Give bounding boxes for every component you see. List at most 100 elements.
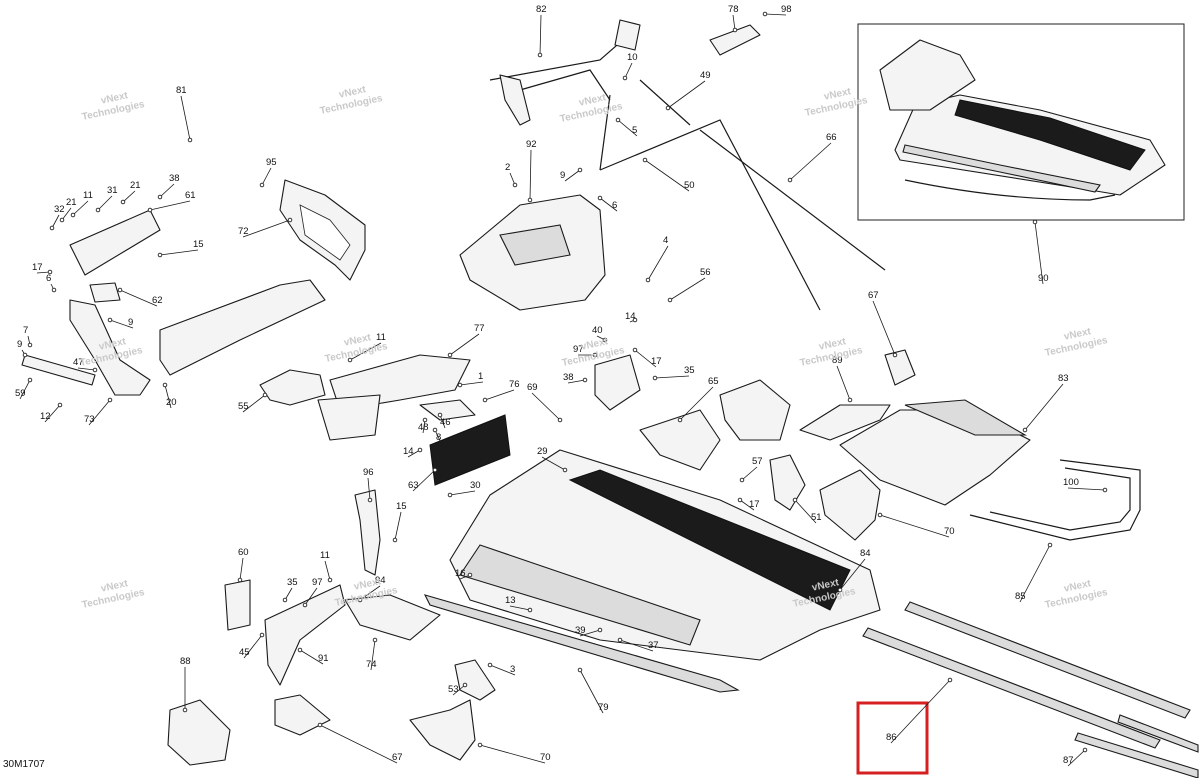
callout-56[interactable]: 56 — [700, 267, 711, 278]
callout-35[interactable]: 35 — [684, 365, 695, 376]
callout-14[interactable]: 14 — [625, 311, 636, 322]
callout-100[interactable]: 100 — [1063, 477, 1079, 488]
leader-line — [1024, 383, 1064, 431]
callout-97[interactable]: 97 — [312, 577, 323, 588]
callout-11[interactable]: 11 — [83, 190, 93, 201]
callout-87[interactable]: 87 — [1063, 755, 1074, 766]
callout-74[interactable]: 74 — [366, 659, 377, 670]
callout-60[interactable]: 60 — [238, 547, 249, 558]
callout-40[interactable]: 40 — [592, 325, 603, 336]
callout-97[interactable]: 97 — [573, 344, 584, 355]
fastener-point — [847, 397, 853, 403]
callout-85[interactable]: 85 — [1015, 591, 1026, 602]
callout-11[interactable]: 11 — [376, 332, 386, 343]
callout-51[interactable]: 51 — [811, 512, 822, 523]
callout-70[interactable]: 70 — [540, 752, 551, 763]
callout-88[interactable]: 88 — [180, 656, 191, 667]
callout-31[interactable]: 31 — [107, 185, 118, 196]
callout-49[interactable]: 49 — [700, 70, 711, 81]
callout-70[interactable]: 70 — [944, 526, 955, 537]
callout-73[interactable]: 73 — [84, 414, 95, 425]
callout-1[interactable]: 1 — [478, 371, 483, 382]
callout-5[interactable]: 5 — [632, 125, 637, 136]
callout-15[interactable]: 15 — [193, 239, 204, 250]
callout-79[interactable]: 79 — [598, 702, 609, 713]
callout-48[interactable]: 48 — [418, 422, 429, 433]
callout-9[interactable]: 9 — [17, 339, 22, 350]
callout-3[interactable]: 3 — [510, 664, 515, 675]
callout-50[interactable]: 50 — [684, 180, 695, 191]
callout-6[interactable]: 6 — [46, 273, 51, 284]
callout-55[interactable]: 55 — [238, 401, 249, 412]
callout-86[interactable]: 86 — [886, 732, 897, 743]
callout-11[interactable]: 11 — [320, 550, 330, 561]
callout-2[interactable]: 2 — [505, 162, 510, 173]
callout-12[interactable]: 12 — [40, 411, 51, 422]
callout-13[interactable]: 13 — [505, 595, 516, 606]
callout-94[interactable]: 94 — [375, 575, 386, 586]
callout-4[interactable]: 4 — [663, 235, 668, 246]
callout-15[interactable]: 15 — [396, 501, 407, 512]
callout-91[interactable]: 91 — [318, 653, 329, 664]
callout-98[interactable]: 98 — [781, 4, 792, 15]
callout-46[interactable]: 46 — [440, 417, 451, 428]
fastener-point — [1082, 747, 1088, 753]
callout-96[interactable]: 96 — [363, 467, 374, 478]
callout-6[interactable]: 6 — [612, 200, 617, 211]
callout-9[interactable]: 9 — [560, 170, 565, 181]
callout-37[interactable]: 37 — [648, 640, 659, 651]
callout-53[interactable]: 53 — [448, 684, 459, 695]
callout-77[interactable]: 77 — [474, 323, 485, 334]
callout-95[interactable]: 95 — [266, 157, 277, 168]
callout-9[interactable]: 9 — [128, 317, 133, 328]
callout-66[interactable]: 66 — [826, 132, 837, 143]
callout-21[interactable]: 21 — [130, 180, 141, 191]
callout-92[interactable]: 92 — [526, 139, 537, 150]
callout-29[interactable]: 29 — [537, 446, 548, 457]
leader-line — [359, 585, 381, 601]
leader-line — [412, 469, 436, 492]
callout-72[interactable]: 72 — [238, 226, 249, 237]
callout-78[interactable]: 78 — [728, 4, 739, 15]
callout-38[interactable]: 38 — [563, 372, 574, 383]
callout-81[interactable]: 81 — [176, 85, 187, 96]
leader-line — [319, 724, 398, 764]
callout-20[interactable]: 20 — [166, 397, 177, 408]
callout-10[interactable]: 10 — [627, 52, 638, 63]
callout-67[interactable]: 67 — [868, 290, 879, 301]
callout-65[interactable]: 65 — [708, 376, 719, 387]
callout-62[interactable]: 62 — [152, 295, 163, 306]
callout-76[interactable]: 76 — [509, 379, 520, 390]
callout-14[interactable]: 14 — [403, 446, 414, 457]
leader-line — [242, 394, 266, 413]
callout-82[interactable]: 82 — [536, 4, 547, 15]
callout-7[interactable]: 7 — [23, 325, 28, 336]
fastener-point — [632, 317, 638, 323]
callout-57[interactable]: 57 — [752, 456, 763, 467]
callout-90[interactable]: 90 — [1038, 273, 1049, 284]
callout-17[interactable]: 17 — [651, 356, 662, 367]
callout-69[interactable]: 69 — [527, 382, 538, 393]
fastener-point — [1032, 219, 1038, 225]
callout-8[interactable]: 8 — [436, 432, 441, 443]
callout-17[interactable]: 17 — [32, 262, 43, 273]
callout-35[interactable]: 35 — [287, 577, 298, 588]
leader-line — [541, 456, 566, 471]
callout-45[interactable]: 45 — [239, 647, 250, 658]
callout-17[interactable]: 17 — [749, 499, 760, 510]
callout-39[interactable]: 39 — [575, 625, 586, 636]
callout-30[interactable]: 30 — [470, 480, 481, 491]
callout-32[interactable]: 32 — [54, 204, 65, 215]
callout-38[interactable]: 38 — [169, 173, 180, 184]
callout-16[interactable]: 16 — [455, 568, 466, 579]
callout-59[interactable]: 59 — [15, 388, 26, 399]
callout-47[interactable]: 47 — [73, 357, 84, 368]
callout-21[interactable]: 21 — [66, 197, 77, 208]
callout-83[interactable]: 83 — [1058, 373, 1069, 384]
callout-84[interactable]: 84 — [860, 548, 871, 559]
callout-61[interactable]: 61 — [185, 190, 196, 201]
callout-89[interactable]: 89 — [832, 355, 843, 366]
callout-67[interactable]: 67 — [392, 752, 403, 763]
callout-63[interactable]: 63 — [408, 480, 419, 491]
